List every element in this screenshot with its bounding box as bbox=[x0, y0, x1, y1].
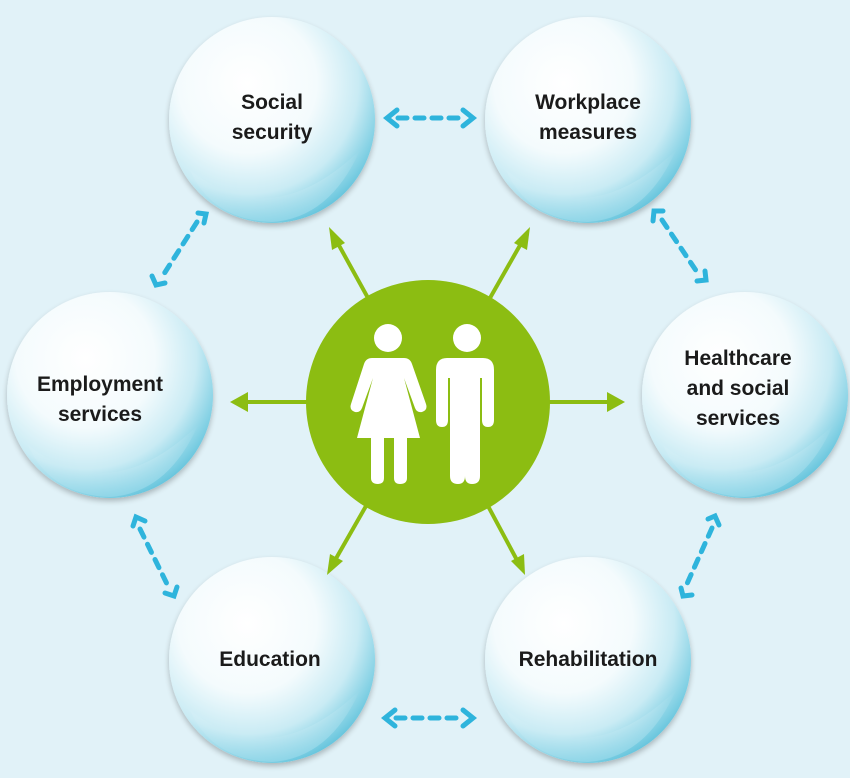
node-label-education: Education bbox=[219, 648, 321, 671]
node-label-employment-services: Employment services bbox=[36, 373, 164, 426]
connector-workplace-healthcare bbox=[650, 208, 709, 284]
node-sphere-education bbox=[169, 557, 375, 763]
connector-employment-education bbox=[130, 513, 180, 600]
node-label-workplace-measures: Workplace measures bbox=[535, 91, 641, 144]
arrow-to-social-security bbox=[334, 239, 370, 299]
dashed-connectors bbox=[130, 107, 722, 729]
center-circle bbox=[306, 280, 550, 524]
people-icon bbox=[350, 324, 494, 484]
node-sphere-social-security bbox=[169, 17, 375, 223]
green-arrows bbox=[246, 239, 610, 563]
connector-healthcare-rehabilitation bbox=[678, 512, 722, 599]
node-label-rehabilitation: Rehabilitation bbox=[518, 648, 658, 671]
node-sphere-employment-services bbox=[7, 292, 213, 498]
arrow-to-rehabilitation bbox=[486, 505, 520, 563]
arrow-to-education bbox=[332, 505, 368, 563]
green-arrowheads bbox=[230, 227, 625, 575]
node-label-social-security: Social security bbox=[231, 91, 313, 144]
arrow-to-workplace-measures bbox=[488, 239, 525, 299]
connector-social-workplace bbox=[382, 107, 478, 129]
node-sphere-rehabilitation bbox=[485, 557, 691, 763]
connector-social-employment bbox=[149, 210, 210, 288]
node-sphere-healthcare-and-social-services bbox=[642, 292, 848, 498]
node-label-healthcare-and-social-services: Healthcare and social services bbox=[684, 347, 792, 430]
node-sphere-workplace-measures bbox=[485, 17, 691, 223]
connector-education-rehabilitation bbox=[380, 707, 478, 729]
